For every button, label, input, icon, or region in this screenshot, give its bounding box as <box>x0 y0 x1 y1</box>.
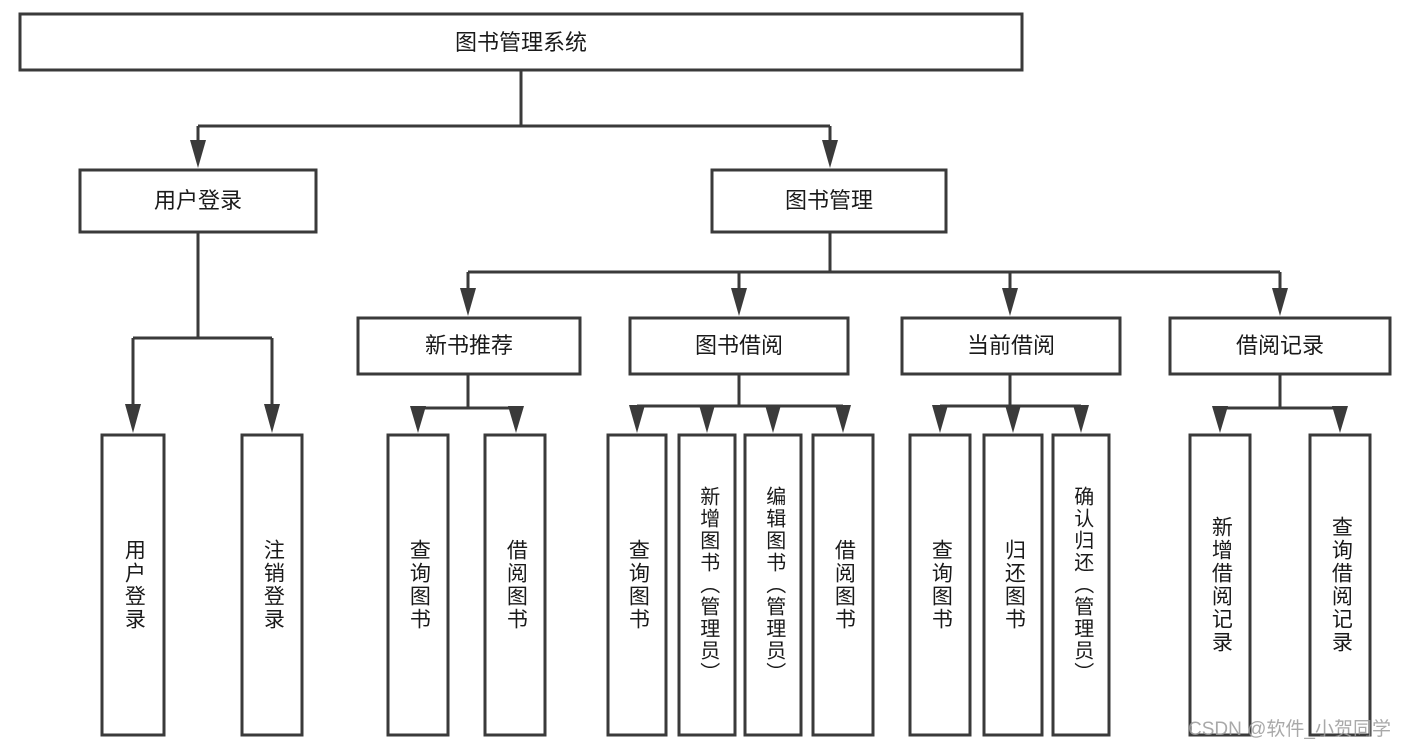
node-leaf-logout-login-box[interactable] <box>240 433 304 737</box>
arrow-head-leaf-query-book-current <box>932 405 948 433</box>
arrow-head-leaf-query-book-borrow <box>629 405 645 433</box>
node-user-login[interactable]: 用户登录 <box>78 168 318 234</box>
connector-group-user-login <box>125 232 280 433</box>
node-book-manage[interactable]: 图书管理 <box>710 168 948 234</box>
node-new-book-recommend-box[interactable] <box>356 316 582 376</box>
arrow-head-leaf-confirm-return <box>1073 405 1089 433</box>
node-leaf-confirm-return-box[interactable] <box>1051 433 1111 737</box>
node-leaf-add-book-box[interactable] <box>677 433 737 737</box>
arrow-head-leaf-borrow-book <box>835 405 851 433</box>
node-new-book-recommend[interactable]: 新书推荐 <box>356 316 582 376</box>
connector-group-current-borrow <box>932 374 1089 433</box>
node-current-borrow[interactable]: 当前借阅 <box>900 316 1122 376</box>
node-borrow-record-box[interactable] <box>1168 316 1392 376</box>
node-leaf-user-login-box[interactable] <box>100 433 166 737</box>
csdn-watermark: CSDN @软件_小贺同学 <box>1188 719 1391 740</box>
arrow-head-leaf-return-book <box>1005 405 1021 433</box>
arrow-head-leaf-add-borrow-record <box>1212 406 1228 433</box>
node-book-borrow-box[interactable] <box>628 316 850 376</box>
node-root-label: 图书管理系统 <box>455 30 587 55</box>
node-root[interactable]: 图书管理系统 <box>18 12 1024 72</box>
arrow-head-book-borrow <box>731 288 747 316</box>
arrow-head-leaf-borrow-book-rec <box>508 406 524 433</box>
arrow-head-leaf-user-login <box>125 404 141 433</box>
arrow-head-book-manage <box>822 140 838 168</box>
node-borrow-record-label: 借阅记录 <box>1236 333 1324 358</box>
connector-group-new-book-recommend <box>410 374 524 433</box>
node-current-borrow-box[interactable] <box>900 316 1122 376</box>
node-current-borrow-label: 当前借阅 <box>967 333 1055 358</box>
arrow-head-leaf-query-borrow-record <box>1332 406 1348 433</box>
arrow-head-leaf-query-book-rec <box>410 406 426 433</box>
arrow-head-borrow-record <box>1272 288 1288 316</box>
node-leaf-add-borrow-record-box[interactable] <box>1188 433 1252 737</box>
node-leaf-borrow-book-box[interactable] <box>811 433 875 737</box>
node-leaf-borrow-book-rec-box[interactable] <box>483 433 547 737</box>
arrow-head-user-login <box>190 140 206 168</box>
node-user-login-label: 用户登录 <box>154 188 242 213</box>
node-book-borrow-label: 图书借阅 <box>695 333 783 358</box>
connector-group-book-manage <box>460 232 1288 316</box>
connector-group-book-borrow <box>629 374 851 433</box>
node-leaf-query-book-borrow-box[interactable] <box>606 433 668 737</box>
node-root-box[interactable] <box>18 12 1024 72</box>
node-book-borrow[interactable]: 图书借阅 <box>628 316 850 376</box>
node-book-manage-box[interactable] <box>710 168 948 234</box>
arrow-head-leaf-add-book <box>699 405 715 433</box>
node-leaf-query-borrow-record-box[interactable] <box>1308 433 1372 737</box>
node-borrow-record[interactable]: 借阅记录 <box>1168 316 1392 376</box>
arrow-head-current-borrow <box>1002 288 1018 316</box>
node-new-book-recommend-label: 新书推荐 <box>425 333 513 358</box>
node-leaf-edit-book-box[interactable] <box>743 433 803 737</box>
arrow-head-leaf-logout-login <box>264 404 280 433</box>
node-leaf-query-book-current-box[interactable] <box>908 433 972 737</box>
node-book-manage-label: 图书管理 <box>785 188 873 213</box>
connector-group-borrow-record <box>1212 374 1348 433</box>
connector-group-root <box>190 70 838 168</box>
arrow-head-leaf-edit-book <box>765 405 781 433</box>
arrow-head-new-book-recommend <box>460 288 476 316</box>
node-user-login-box[interactable] <box>78 168 318 234</box>
node-leaf-query-book-rec-box[interactable] <box>386 433 450 737</box>
node-leaf-return-book-box[interactable] <box>982 433 1044 737</box>
